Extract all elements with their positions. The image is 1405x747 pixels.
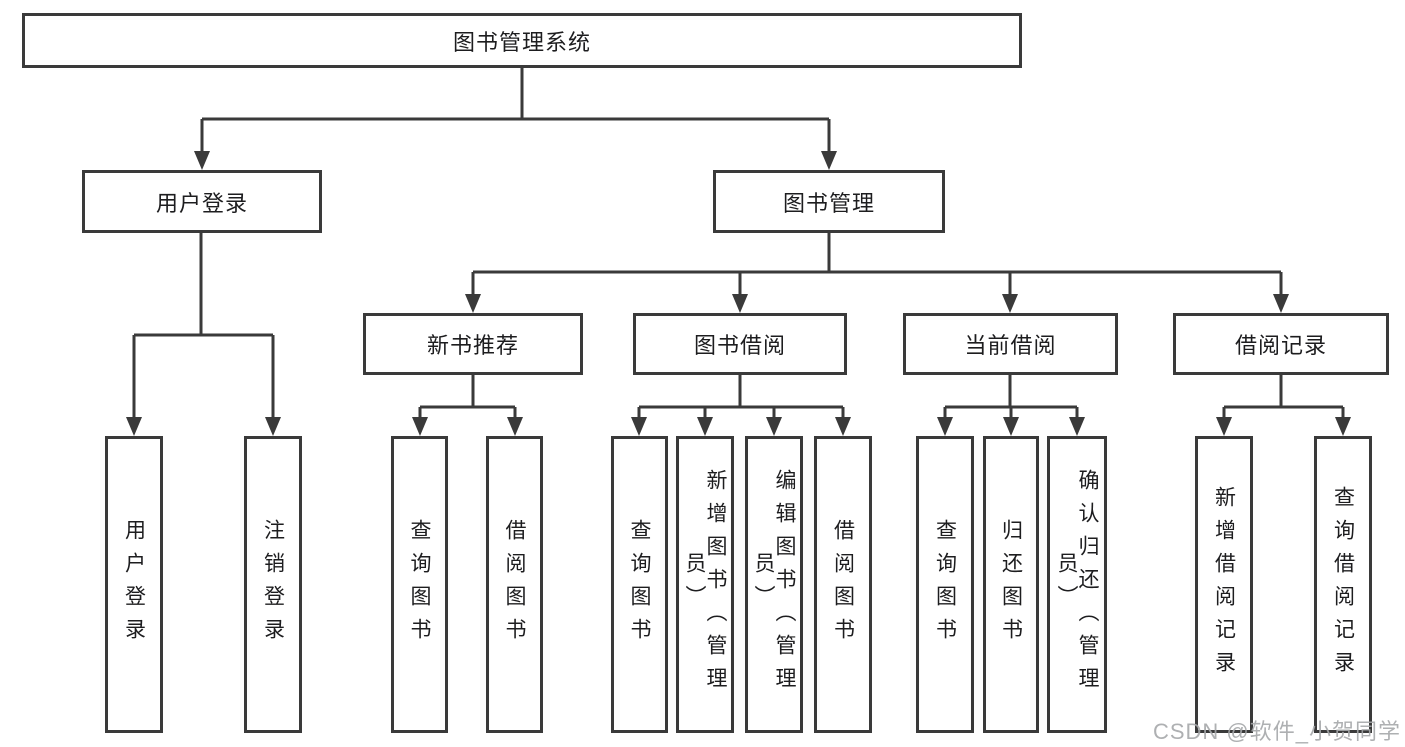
connector-current-borrow bbox=[943, 375, 1079, 421]
leaf-add-borrow-record: 新增借阅记录 bbox=[1195, 436, 1253, 733]
leaf-user-login: 用户登录 bbox=[105, 436, 163, 733]
leaf-recommend-borrow-books: 借阅图书 bbox=[486, 436, 543, 733]
node-root: 图书管理系统 bbox=[22, 13, 1022, 68]
watermark: CSDN @软件_小贺同学 bbox=[1152, 719, 1401, 744]
node-book-management: 图书管理 bbox=[713, 170, 945, 233]
leaf-recommend-query-books: 查询图书 bbox=[391, 436, 448, 733]
connector-book-management bbox=[471, 233, 1283, 298]
node-user-login: 用户登录 bbox=[82, 170, 322, 233]
node-book-borrow: 图书借阅 bbox=[633, 313, 847, 375]
leaf-logout: 注销登录 bbox=[244, 436, 302, 733]
leaf-borrow-books: 借阅图书 bbox=[814, 436, 872, 733]
connector-new-book-recommend bbox=[418, 375, 517, 421]
arrowheads bbox=[126, 151, 1351, 436]
leaf-return-books: 归还图书 bbox=[983, 436, 1039, 733]
connector-root bbox=[200, 68, 831, 155]
connector-book-borrow bbox=[637, 375, 845, 421]
leaf-add-books-admin: 新增图书（管理员） bbox=[676, 436, 734, 733]
node-current-borrow: 当前借阅 bbox=[903, 313, 1118, 375]
leaf-edit-books-admin: 编辑图书（管理员） bbox=[745, 436, 803, 733]
leaf-query-borrow-record: 查询借阅记录 bbox=[1314, 436, 1372, 733]
connector-borrow-records bbox=[1222, 375, 1345, 421]
node-new-book-recommend: 新书推荐 bbox=[363, 313, 583, 375]
leaf-current-query-books: 查询图书 bbox=[916, 436, 974, 733]
leaf-confirm-return-admin: 确认归还（管理员） bbox=[1047, 436, 1107, 733]
node-borrow-records: 借阅记录 bbox=[1173, 313, 1389, 375]
leaf-borrow-query-books: 查询图书 bbox=[611, 436, 668, 733]
connector-user-login bbox=[132, 233, 275, 421]
